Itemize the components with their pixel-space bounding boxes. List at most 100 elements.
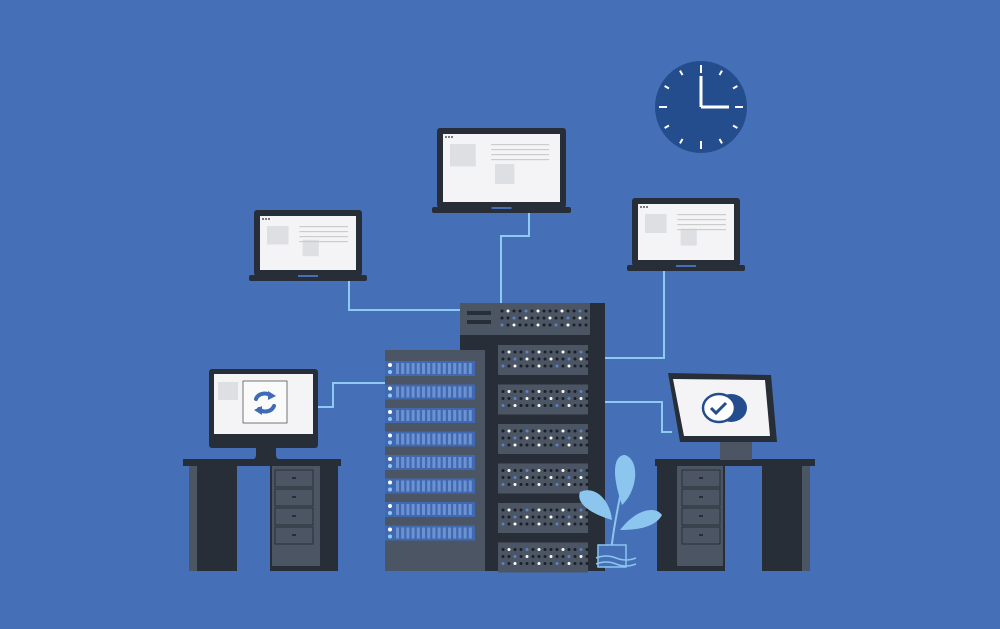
status-led (548, 309, 552, 313)
status-led (519, 404, 523, 407)
status-led (567, 522, 571, 526)
status-led (537, 404, 541, 407)
status-led (555, 443, 559, 447)
status-led (513, 515, 517, 519)
status-led (543, 364, 547, 368)
status-led (560, 323, 564, 327)
status-led (513, 483, 517, 486)
status-led (519, 436, 523, 440)
status-led (537, 508, 541, 512)
status-led (560, 309, 564, 313)
status-led (584, 323, 588, 327)
status-led (531, 548, 535, 551)
status-led (525, 397, 529, 400)
status-led (549, 522, 553, 526)
status-led (519, 548, 523, 551)
status-led (537, 522, 541, 526)
status-led (573, 522, 577, 526)
status-led (555, 350, 559, 354)
status-led (584, 309, 588, 313)
status-led (543, 390, 547, 393)
status-led (513, 548, 517, 551)
clock-tick (664, 85, 670, 90)
status-led (561, 436, 565, 440)
status-led (543, 397, 547, 400)
cable-left-laptop (348, 281, 460, 311)
status-led (525, 443, 529, 447)
status-led (507, 436, 511, 440)
status-led (513, 364, 517, 368)
status-led (585, 555, 589, 558)
status-led (555, 429, 559, 433)
status-led (554, 309, 558, 313)
status-led (561, 469, 565, 472)
status-led (513, 443, 517, 447)
status-led (579, 548, 583, 551)
status-led (525, 555, 529, 558)
status-led (513, 350, 517, 354)
status-led (549, 350, 553, 354)
status-led (537, 390, 541, 393)
status-led (500, 316, 504, 320)
image-placeholder-icon (450, 144, 476, 167)
status-led (507, 548, 511, 551)
status-led (579, 397, 583, 400)
status-led (507, 508, 511, 512)
status-led (579, 555, 583, 558)
status-led (525, 404, 529, 407)
status-led (578, 323, 582, 327)
status-led (543, 522, 547, 526)
network-cables (318, 213, 672, 433)
status-led (573, 469, 577, 472)
status-led (573, 397, 577, 400)
status-led (567, 443, 571, 447)
status-led (573, 404, 577, 407)
status-led (561, 429, 565, 433)
right-desk (655, 459, 815, 571)
image-placeholder-icon (302, 239, 319, 257)
status-led (531, 357, 535, 361)
status-led (507, 429, 511, 433)
status-led (524, 323, 528, 327)
status-led (531, 404, 535, 407)
status-led (579, 390, 583, 393)
status-led (567, 397, 571, 400)
chat-check-icon (701, 392, 747, 424)
status-led (573, 364, 577, 368)
status-led (507, 515, 511, 519)
status-led (525, 483, 529, 486)
status-led (542, 323, 546, 327)
status-led (543, 476, 547, 479)
status-led (573, 515, 577, 519)
status-led (555, 404, 559, 407)
status-led (579, 443, 583, 447)
status-led (507, 404, 511, 407)
status-led (549, 548, 553, 551)
status-led (519, 469, 523, 472)
status-led (585, 364, 589, 368)
status-led (543, 429, 547, 433)
status-led (555, 364, 559, 368)
status-led (537, 555, 541, 558)
image-placeholder-icon (680, 228, 697, 246)
status-led (567, 364, 571, 368)
status-led (561, 357, 565, 361)
status-led (549, 357, 553, 361)
status-led (537, 443, 541, 447)
status-led (561, 476, 565, 479)
status-led (513, 562, 517, 565)
left-desk (183, 459, 341, 571)
status-led (561, 548, 565, 551)
server-unit (498, 384, 588, 415)
status-led (531, 522, 535, 526)
status-led (531, 429, 535, 433)
status-led (518, 316, 522, 320)
status-led (561, 515, 565, 519)
status-led (519, 364, 523, 368)
storage-tower (385, 350, 497, 571)
status-led (500, 309, 504, 313)
status-led (519, 555, 523, 558)
status-led (572, 323, 576, 327)
server-unit (498, 503, 588, 533)
status-led (531, 508, 535, 512)
